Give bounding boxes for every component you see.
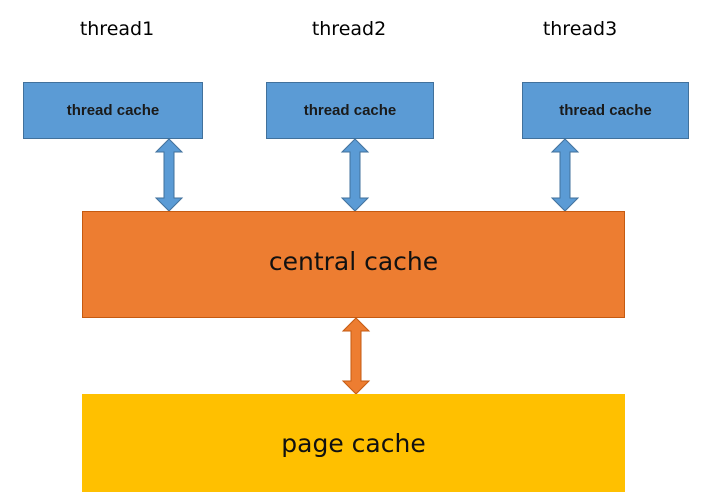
thread1-central-arrow bbox=[154, 138, 184, 212]
thread3-label: thread3 bbox=[542, 18, 618, 40]
central-cache-box: central cache bbox=[82, 211, 625, 318]
thread-cache-box-1: thread cache bbox=[23, 82, 203, 139]
central-page-arrow bbox=[341, 317, 371, 395]
page-cache-box: page cache bbox=[82, 394, 625, 492]
thread2-central-arrow bbox=[340, 138, 370, 212]
thread2-label: thread2 bbox=[311, 18, 387, 40]
thread1-label: thread1 bbox=[79, 18, 155, 40]
thread3-central-arrow bbox=[550, 138, 580, 212]
thread-cache-box-3: thread cache bbox=[522, 82, 689, 139]
thread-cache-box-2: thread cache bbox=[266, 82, 434, 139]
